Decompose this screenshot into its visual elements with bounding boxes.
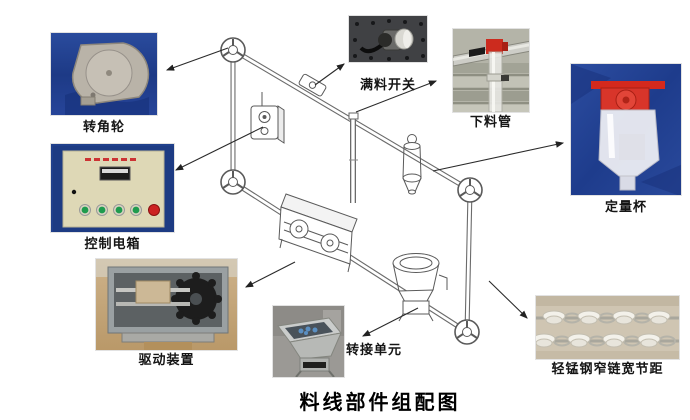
- measuring-cup-photo: [570, 63, 682, 196]
- corner-wheel-label: 转角轮: [82, 119, 125, 134]
- leader-arrows: [165, 47, 565, 337]
- arrow-to-chain: [488, 280, 528, 319]
- drop-tube: [488, 51, 503, 112]
- arrow-to-full-switch: [314, 63, 345, 86]
- chain-label: 轻锰钢窄链宽节距: [551, 361, 664, 376]
- panel-red-text: [85, 158, 136, 161]
- arrow-to-down-pipe: [355, 80, 438, 113]
- drawing-measuring-cup: [402, 134, 422, 195]
- feed-inside: [298, 326, 318, 335]
- panel-buttons: [79, 204, 160, 216]
- corner-wheel-bottom-left-icon: [220, 169, 246, 195]
- full-material-switch-photo: [348, 15, 428, 63]
- panel-display: [99, 166, 131, 181]
- drawing-control-box: [250, 92, 285, 144]
- drive-unit-photo: [95, 258, 238, 351]
- perforated-plate-holes: [353, 19, 425, 61]
- corner-wheel-photo: [50, 32, 158, 116]
- chain-discs-bottom: [536, 333, 661, 348]
- arrow-to-corner-wheel: [165, 47, 229, 71]
- cup-mount-bar: [591, 81, 665, 89]
- arrow-to-measuring-cup: [432, 141, 565, 172]
- arrow-to-control-box: [175, 126, 264, 171]
- drawing-corner-wheels: [220, 37, 483, 345]
- hopper-funnel: [289, 332, 342, 360]
- transfer-unit-photo: [272, 305, 345, 378]
- corner-wheel-top-left-icon: [220, 37, 246, 63]
- control-box-label: 控制电箱: [84, 236, 141, 251]
- measuring-cup-label: 定量杯: [604, 199, 647, 214]
- corner-wheel-top-right-icon: [457, 177, 483, 203]
- corner-wheel-bottom-right-icon: [454, 319, 480, 345]
- control-box-photo: [50, 143, 175, 233]
- transfer-unit-label: 转接单元: [346, 342, 403, 357]
- down-pipe-label: 下料管: [469, 114, 512, 129]
- chain-photo: [535, 295, 680, 360]
- arrow-to-transfer-unit: [362, 307, 419, 337]
- drawing-sensor-fitting: [298, 73, 327, 97]
- down-pipe-photo: [452, 28, 530, 113]
- drive-unit-label: 驱动装置: [138, 352, 195, 367]
- control-panel: [62, 150, 165, 228]
- chain-discs-top: [542, 310, 671, 325]
- sensor-cable: [359, 42, 385, 54]
- red-clamp: [486, 39, 503, 54]
- chain-row-bottom: [536, 333, 679, 348]
- cup-spout: [619, 175, 636, 191]
- diagram-title: 料线部件组配图: [299, 392, 461, 414]
- chain-row-top: [536, 310, 679, 325]
- drawing-transfer-hopper: [392, 253, 448, 322]
- drawing-drop-pipe: [348, 112, 359, 203]
- full-material-switch-label: 满料开关: [359, 77, 416, 92]
- arrow-to-drive-unit: [245, 261, 296, 288]
- drawing-drive-unit: [278, 193, 358, 273]
